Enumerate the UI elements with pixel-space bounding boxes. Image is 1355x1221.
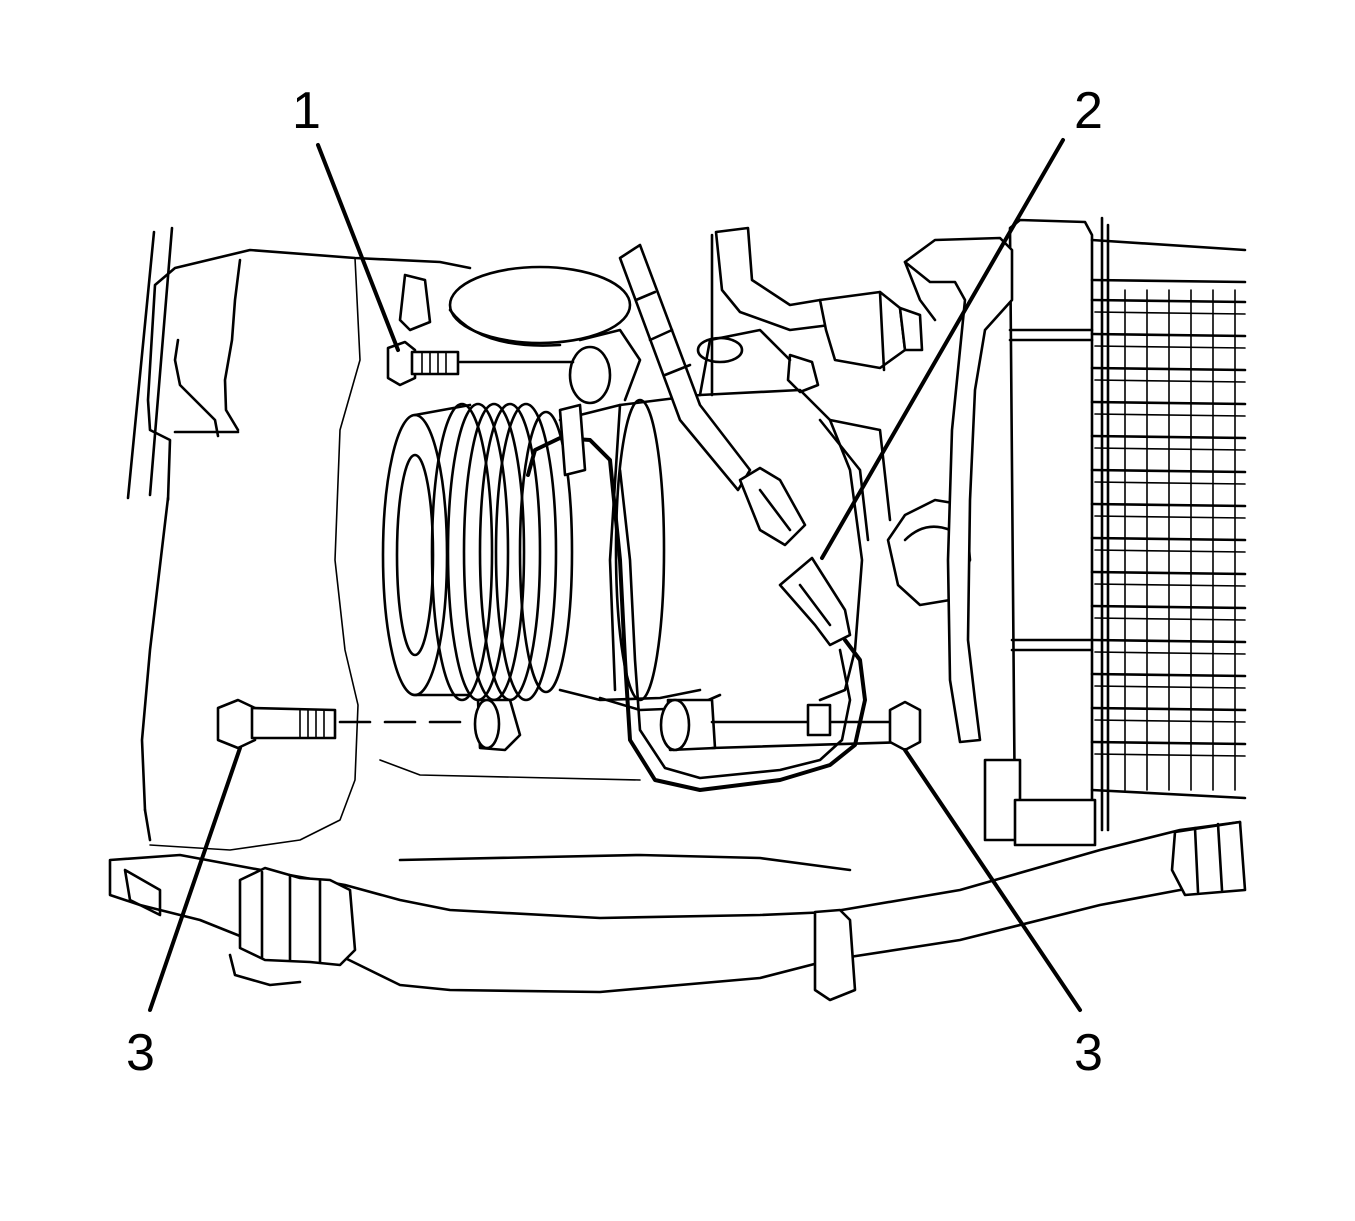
bolt-upper — [386, 340, 575, 387]
condenser-fin — [1094, 685, 1246, 689]
leader-1 — [316, 143, 400, 352]
condenser-fin — [1094, 311, 1246, 315]
condenser-fin — [1094, 515, 1246, 519]
callout-3-right: 3 — [1074, 1024, 1103, 1082]
bolt-lower-right-head — [888, 700, 922, 752]
callout-leaders — [148, 138, 1082, 1012]
condenser-fin-columns — [1124, 289, 1236, 791]
condenser-fin — [1094, 617, 1246, 621]
lower-mount-bosses — [473, 698, 912, 752]
condenser-fin — [1094, 481, 1246, 485]
condenser-fin — [1094, 719, 1246, 723]
engine-block — [140, 248, 641, 851]
condenser-fin — [1094, 753, 1246, 757]
callout-1: 1 — [292, 82, 321, 140]
condenser-fin — [1094, 345, 1246, 349]
callout-3-left: 3 — [126, 1024, 155, 1082]
condenser-pipe — [903, 236, 1014, 744]
condenser-fin — [1094, 447, 1246, 451]
condenser-fin — [1094, 413, 1246, 417]
leader-3-left — [148, 746, 242, 1012]
compressor-body — [558, 328, 870, 712]
upper-mount-boss — [398, 265, 642, 405]
condenser — [983, 216, 1247, 847]
condenser-fin — [1094, 583, 1246, 587]
connector-harness — [526, 403, 867, 792]
condenser-fin — [1094, 379, 1246, 383]
condenser-fin — [1094, 549, 1246, 553]
compressor-pulley — [381, 402, 574, 702]
leader-2 — [820, 138, 1065, 560]
connector-upper — [738, 466, 807, 547]
callout-2: 2 — [1074, 82, 1103, 140]
upper-hoses — [618, 226, 924, 492]
lower-hose — [108, 820, 1247, 1002]
condenser-fin — [1094, 651, 1246, 655]
leader-3-right — [903, 748, 1082, 1012]
bolt-lower-left — [216, 698, 462, 750]
